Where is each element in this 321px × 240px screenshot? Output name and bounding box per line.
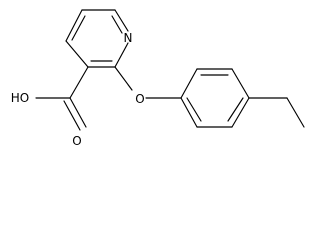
bond-n-c2 [114,42,129,68]
atom-label-ether-oxygen: O [135,92,144,106]
bond-benzene-1-2 [180,68,198,99]
phenoxy-group [114,66,182,99]
double-bond-benzene-4-5-inner [227,97,244,122]
double-bond-c4-c5-inner [71,15,86,41]
bond-carbonyl-inner [63,100,81,131]
bond-c3-carboxyl [69,66,89,99]
double-bond-benzene-6-1-inner [186,97,202,122]
bond-c3-c4 [65,40,89,68]
atom-label-ring-nitrogen: N [124,31,133,45]
bond-benzene-4-5 [231,97,250,128]
bond-benzene-3-4 [231,68,250,99]
bond-carbonyl-outer [69,97,87,128]
ethyl-group [248,97,305,128]
benzene-ring [180,68,250,128]
bond-c4-c5 [65,9,83,42]
carboxylic-acid-group [35,66,89,131]
bond-c6-n [114,9,129,32]
pyridine-ring [65,9,129,68]
atom-label-hydroxyl: HO [11,91,29,105]
chemical-structure-diagram: N O O HO [11,9,305,148]
double-bond-c6-n-inner [111,15,123,34]
bond-ethyl-methyl [286,97,305,128]
bond-benzene-6-1 [180,97,198,128]
atom-label-carbonyl-oxygen: O [72,134,81,148]
bond-c2-ether-oxygen [114,66,133,91]
